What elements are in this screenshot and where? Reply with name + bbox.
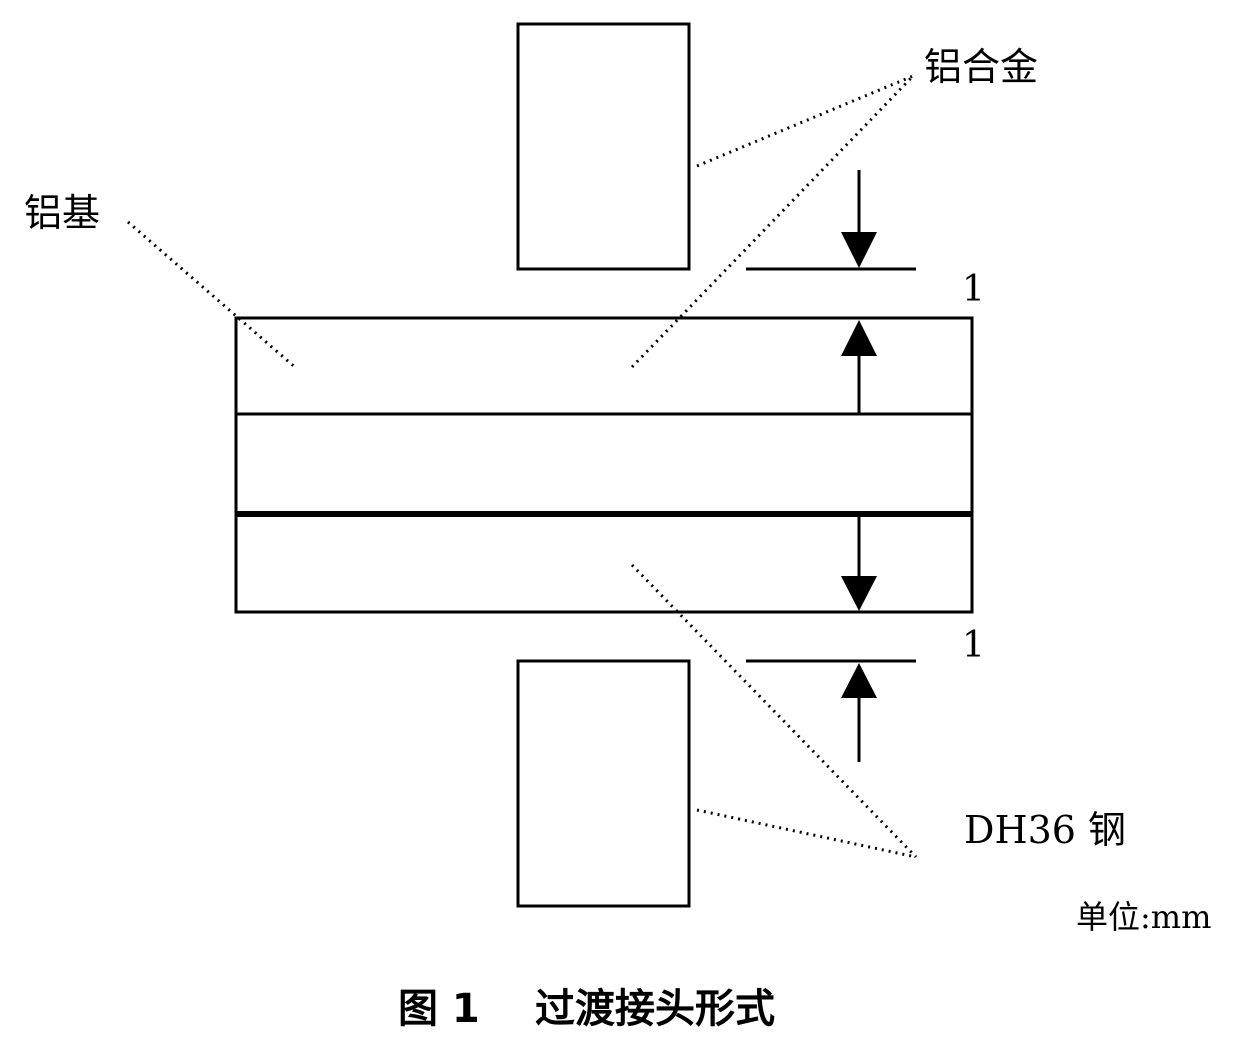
caption-figure-number: 图 1 — [398, 986, 480, 1032]
label-dimension-bottom: 1 — [962, 625, 985, 666]
top-aluminum-alloy-block — [516, 22, 691, 271]
leader-steel-to-layer — [630, 563, 918, 859]
label-steel: DH36 钢 — [964, 808, 1126, 852]
bottom-arrow-up-head — [841, 663, 877, 698]
label-dimension-top: 1 — [962, 269, 985, 310]
top-arrow-up-head — [841, 320, 877, 356]
top-arrow-down-head — [841, 232, 877, 268]
bottom-steel-block — [516, 659, 691, 908]
leader-aluminum-base — [127, 220, 297, 370]
bottom-arrow-down-head — [841, 576, 877, 611]
caption-title: 过渡接头形式 — [535, 986, 775, 1032]
label-aluminum-base: 铝基 — [24, 191, 100, 235]
leader-steel-to-block — [696, 808, 917, 859]
laminate-plate — [234, 316, 974, 614]
leader-aluminum-alloy-to-layer — [630, 74, 915, 369]
label-aluminum-alloy: 铝合金 — [924, 45, 1038, 89]
label-unit: 单位:mm — [1076, 898, 1211, 936]
leader-aluminum-alloy-to-block — [696, 74, 914, 168]
